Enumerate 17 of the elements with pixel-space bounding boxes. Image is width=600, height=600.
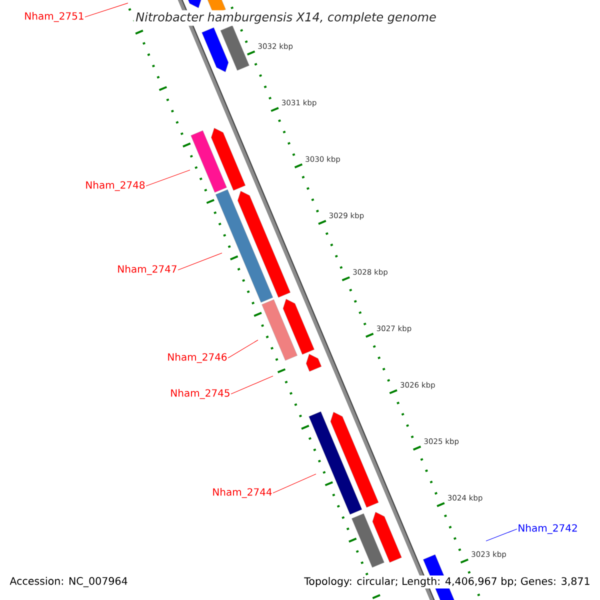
leader-line: [486, 528, 518, 542]
leader-line: [230, 376, 274, 394]
leader-line: [178, 252, 222, 270]
gene-label: Nham_2748: [86, 181, 145, 191]
gene-label: Nham_2742: [518, 524, 577, 534]
info-text: Accession: NC_007964: [8, 575, 130, 589]
info-text: Topology: circular; Length: 4,406,967 bp; Genes: 3,871: [302, 576, 592, 588]
gene-label: Nham_2746: [168, 353, 227, 363]
leader-line: [84, 2, 128, 18]
leader-line: [228, 340, 258, 358]
leader-line: [146, 170, 190, 186]
gene-label: Nham_2747: [118, 265, 176, 275]
gene-label: Nham_2744: [213, 488, 272, 498]
leader-line: [272, 474, 316, 494]
gene-label: Nham_2751: [25, 12, 84, 22]
title: Nitrobacter hamburgensis X14, complete genome: [134, 10, 438, 26]
gene-label: Nham_2745: [171, 389, 230, 399]
